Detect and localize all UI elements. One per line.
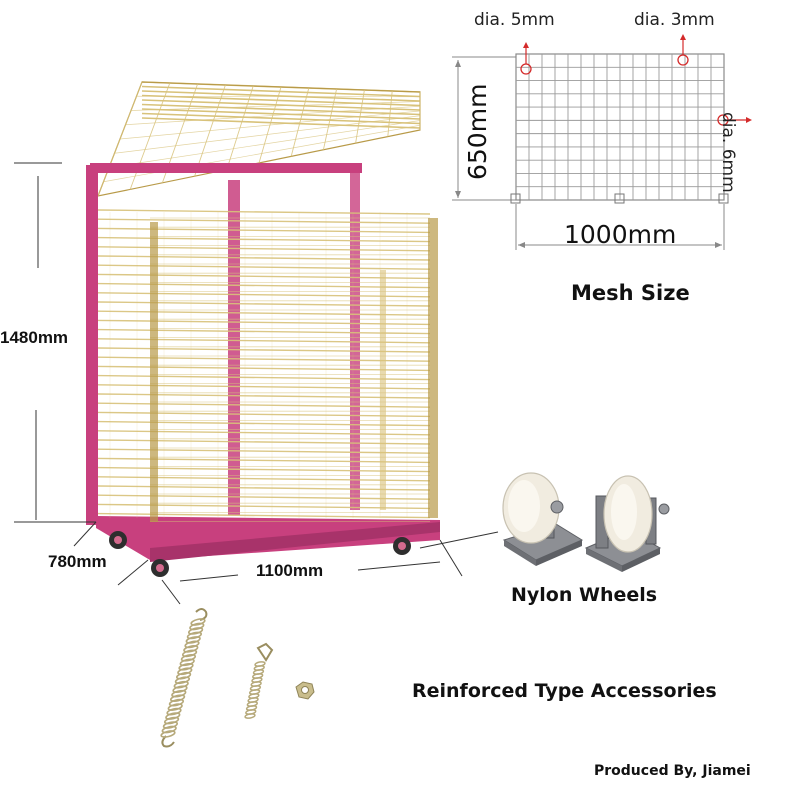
tilted-shelf-back-rod (141, 99, 421, 111)
tilted-shelf-back-rod (141, 117, 421, 129)
spring-coil (160, 730, 176, 738)
mesh-height-label: 650mm (463, 83, 492, 180)
depth-dimension-label: 780mm (48, 552, 107, 571)
spring-coil (181, 649, 198, 658)
rack-caster-hub (156, 564, 164, 572)
tilted-shelf-back-rod (141, 108, 421, 120)
spring-coil (177, 667, 193, 676)
depth-line-upper (73, 521, 97, 547)
tilted-shelf-crosswire (119, 110, 421, 140)
spring-coil (183, 645, 199, 653)
frame-top-bar (90, 163, 362, 173)
spring-coil (168, 698, 185, 707)
dia-3-marker (677, 34, 689, 66)
height-dimension-label: 1480mm (0, 328, 69, 347)
tilted-shelf-back-rod (141, 103, 421, 116)
spring-coil (187, 627, 204, 635)
mesh-grid (515, 53, 725, 201)
dia-3-label: dia. 3mm (634, 10, 715, 30)
tilted-shelf-back-rod (141, 90, 421, 102)
width-dimension-label: 1100mm (256, 561, 324, 580)
mesh-size-title: Mesh Size (571, 281, 690, 305)
producer-credit: Produced By, Jiamei (594, 763, 751, 779)
mesh-width-arrow-right (715, 242, 722, 248)
dia-6-label: dia. 6mm (718, 112, 738, 193)
spring-coil (172, 685, 188, 694)
spring-coil (184, 640, 200, 649)
depth-line-lower (117, 559, 149, 586)
mesh-width-arrow-left (518, 242, 525, 248)
rack-casters (109, 531, 411, 577)
short-spring (244, 642, 274, 719)
spring-coil (244, 713, 256, 719)
width-right-tick (439, 539, 463, 577)
tilted-shelf-crosswire (130, 101, 421, 111)
nylon-wheels-title: Nylon Wheels (511, 584, 658, 606)
tilted-shelf-back-rod (141, 85, 421, 98)
mesh-corner-square-mid (614, 193, 625, 204)
top-tilted-shelves (97, 81, 421, 197)
frame-left-post (86, 165, 98, 525)
tilted-shelf-back-rod (141, 94, 421, 107)
dia-5-marker (520, 42, 532, 75)
shelf-right-inner-edge (380, 270, 386, 510)
tilted-shelf-crosswire (125, 105, 421, 126)
caster-left (502, 472, 584, 566)
spring-coil (190, 618, 206, 626)
width-line-left (179, 574, 239, 582)
hex-nut (295, 681, 315, 700)
spring-coil (173, 680, 189, 689)
spring-coil (171, 689, 187, 698)
spring-coil (175, 671, 192, 680)
mesh-diagram (452, 34, 752, 250)
spring-coil (186, 631, 203, 640)
spring-coil (163, 716, 180, 725)
accessories-title: Reinforced Type Accessories (412, 680, 717, 702)
dimension-lines (14, 162, 499, 605)
spring-coil (166, 707, 182, 716)
spring-coil (189, 622, 205, 631)
stacked-shelves (97, 209, 438, 522)
shelf-right-edge (428, 218, 438, 518)
nylon-wheels (502, 472, 670, 572)
drying-rack (86, 81, 440, 577)
spring-coil (161, 725, 177, 734)
spring-coil (179, 658, 195, 667)
spring-coil (167, 703, 183, 711)
long-spring (160, 608, 208, 748)
dia-5-label: dia. 5mm (474, 10, 555, 30)
tilted-shelf-crosswire (108, 120, 421, 168)
mesh-corner-square-left (510, 193, 521, 204)
accessories (160, 608, 315, 748)
frame-base-front (150, 522, 440, 562)
shelf-rod (97, 218, 431, 224)
spring-coil (185, 636, 201, 644)
spring-coil (162, 721, 179, 729)
width-leader (419, 531, 499, 549)
shelf-rod (97, 209, 431, 215)
mesh-height-arrow-top (455, 60, 461, 67)
shelf-left-edge (150, 222, 158, 522)
spring-coil (165, 712, 181, 720)
tilted-shelf-back-rod (141, 112, 421, 125)
rack-caster-hub (114, 536, 122, 544)
tilted-shelf-crosswire (114, 115, 421, 154)
spring-coil (169, 694, 186, 702)
mesh-height-arrow-bottom (455, 191, 461, 198)
dia-6-marker (717, 114, 752, 126)
frame-right-post (350, 170, 360, 510)
spring-coil (180, 654, 197, 662)
spring-coil (178, 662, 194, 671)
width-line-right (357, 561, 441, 571)
caster-right (584, 475, 670, 572)
mesh-width-label: 1000mm (564, 220, 677, 249)
spring-coil (174, 676, 191, 685)
rack-caster-hub (398, 542, 406, 550)
mesh-corner-square-right (718, 193, 729, 204)
width-left-tick (161, 579, 181, 605)
tilted-shelf-crosswire (136, 95, 421, 98)
